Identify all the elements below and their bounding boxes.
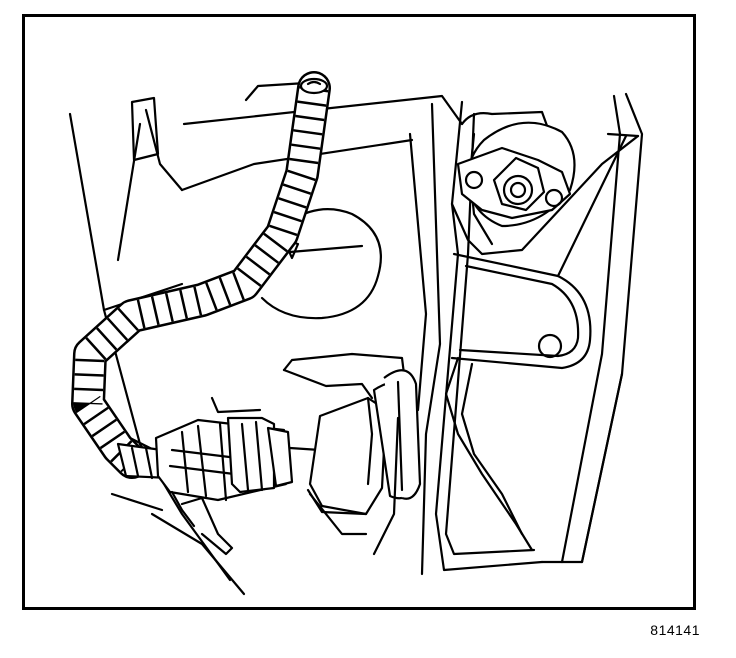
connector-illustration bbox=[22, 14, 696, 610]
sensor-plug bbox=[282, 352, 422, 556]
sensor-unit bbox=[450, 110, 640, 256]
wiring-harness bbox=[71, 71, 331, 479]
figure-id: 814141 bbox=[650, 622, 700, 638]
frame-border bbox=[22, 14, 696, 610]
diagram-frame bbox=[22, 14, 696, 610]
electrical-connector bbox=[116, 396, 322, 556]
mounting-bracket bbox=[434, 92, 644, 572]
